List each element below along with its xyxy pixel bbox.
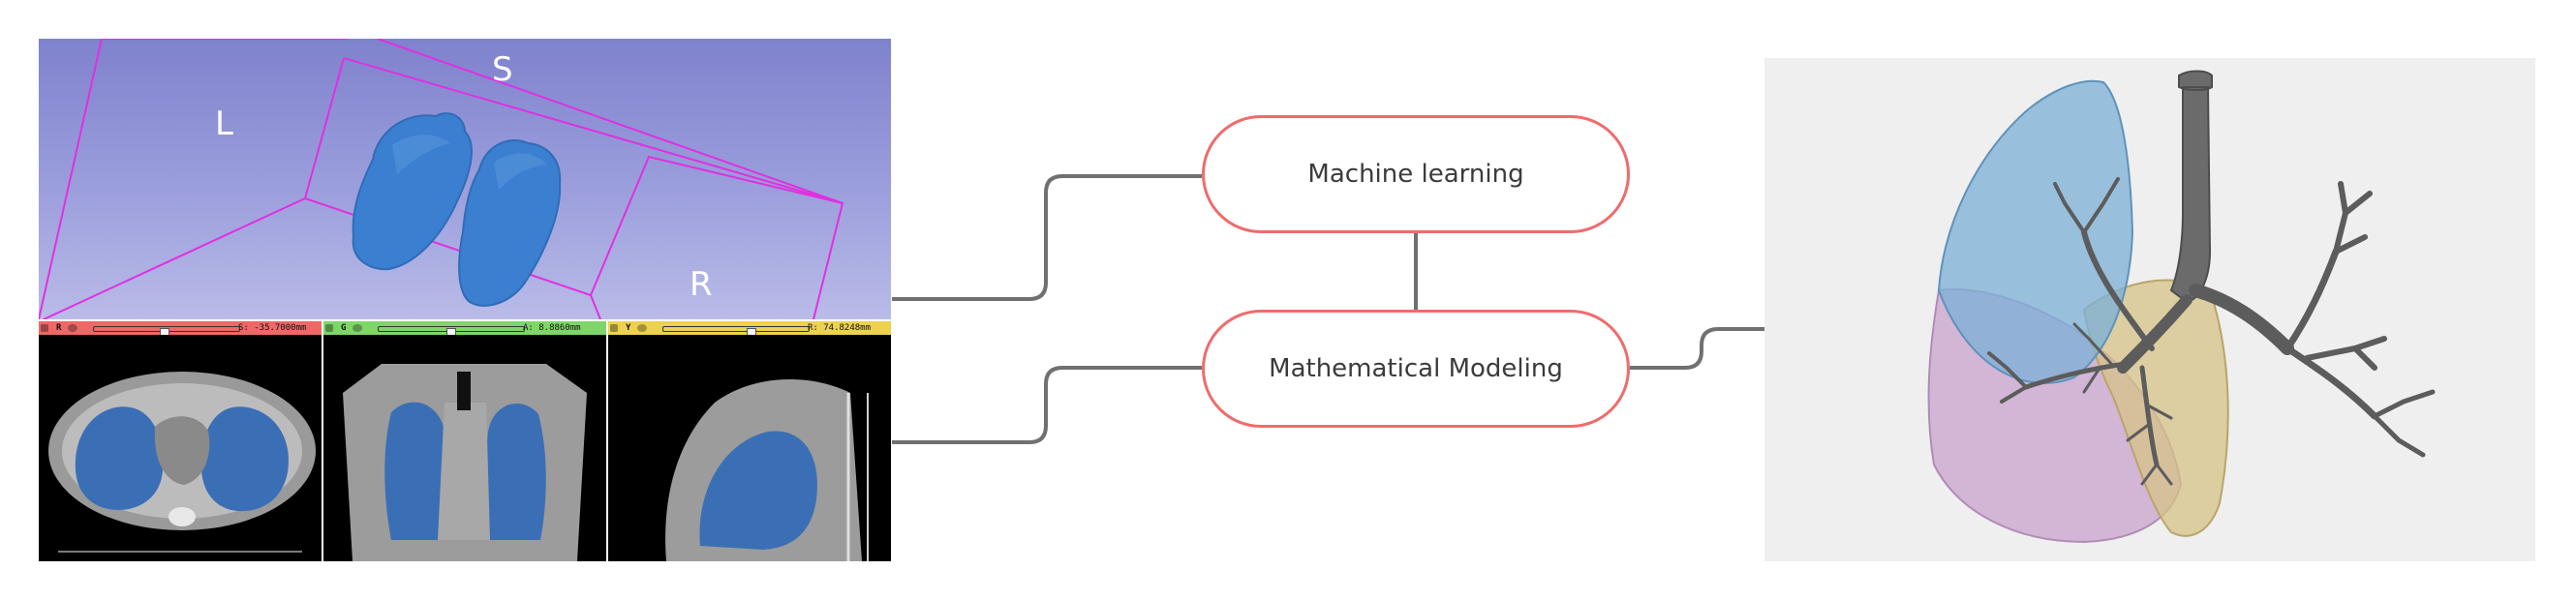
slice-bar-yellow[interactable]: Y R: 74.8248mm <box>608 321 891 335</box>
left-lung-3d <box>352 112 473 271</box>
lung-airway-model <box>1927 70 2436 544</box>
upper-lobe <box>1937 79 2134 384</box>
3d-scene <box>39 39 844 319</box>
pin-icon[interactable] <box>41 324 48 332</box>
connector-ct-to-mm <box>892 366 1202 444</box>
node-machine-learning: Machine learning <box>1202 115 1630 233</box>
label-left: L <box>215 105 233 143</box>
label-superior: S <box>492 50 513 89</box>
slicer-viewer: L S R R S: -35.7000mm G A: 8.8860mm Y R:… <box>39 39 891 561</box>
slice-bar-green[interactable]: G A: 8.8860mm <box>323 321 606 335</box>
axial-ct-image <box>48 372 316 553</box>
slice-slider-track[interactable] <box>378 326 525 335</box>
eye-icon[interactable] <box>637 324 647 332</box>
slice-bar-red[interactable]: R S: -35.7000mm <box>39 321 322 335</box>
node-mathematical-modeling-label: Mathematical Modeling <box>1269 354 1563 383</box>
axial-ct-view[interactable] <box>39 335 322 561</box>
slice-offset-value: A: 8.8860mm <box>523 323 581 333</box>
sagittal-ct-view[interactable] <box>608 335 891 561</box>
slice-slider-thumb[interactable] <box>747 328 756 335</box>
lung-airway-model-panel <box>1764 58 2535 561</box>
node-mathematical-modeling: Mathematical Modeling <box>1202 310 1630 428</box>
bounding-box-edges <box>39 39 103 319</box>
pin-icon[interactable] <box>610 324 618 332</box>
eye-icon[interactable] <box>353 324 362 332</box>
slice-slider-track[interactable] <box>93 326 240 335</box>
slice-offset-value: R: 74.8248mm <box>808 323 872 333</box>
node-machine-learning-label: Machine learning <box>1307 160 1524 189</box>
slice-offset-value: S: -35.7000mm <box>238 323 307 333</box>
connector-3d-to-ml <box>892 174 1202 301</box>
eye-icon[interactable] <box>68 324 77 332</box>
slice-slider-thumb[interactable] <box>446 328 456 335</box>
trachea <box>2169 70 2213 304</box>
label-right: R <box>690 265 713 304</box>
coronal-ct-image <box>343 364 587 561</box>
3d-view[interactable]: L S R <box>39 39 891 319</box>
slice-slider-thumb[interactable] <box>160 328 169 335</box>
pin-icon[interactable] <box>325 324 333 332</box>
slice-slider-track[interactable] <box>662 326 810 335</box>
sagittal-ct-image <box>665 379 869 561</box>
right-lung-3d <box>458 139 562 307</box>
connector-mm-to-lung <box>1630 327 1764 370</box>
coronal-ct-view[interactable] <box>323 335 606 561</box>
